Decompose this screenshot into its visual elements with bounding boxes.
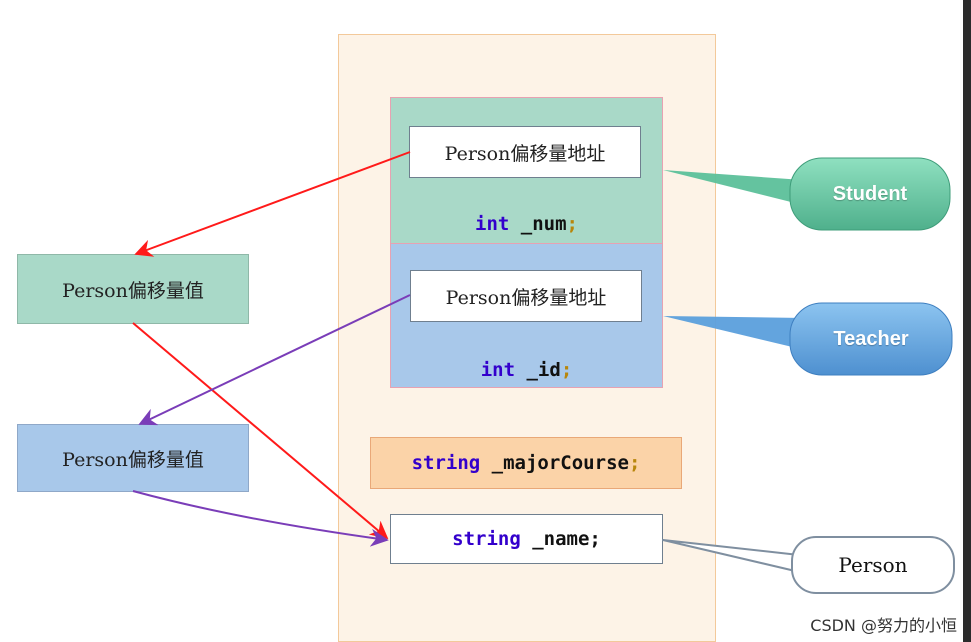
- person-callout-tail: [662, 539, 809, 575]
- teacher-id-type: int: [480, 359, 516, 381]
- person-name-name: _name: [520, 528, 590, 550]
- student-num-member: int _num;: [390, 208, 663, 240]
- student-callout-bubble: [789, 157, 951, 231]
- teacher-vbptr-box: Person偏移量地址: [410, 270, 642, 322]
- student-vbptr-arrow: [134, 151, 411, 257]
- student-vbptr-box: Person偏移量地址: [409, 126, 641, 178]
- teacher-offset-table: Person偏移量值: [17, 424, 249, 492]
- major-course-type: string: [411, 452, 481, 474]
- person-callout-bubble: [791, 536, 955, 594]
- student-offset-arrow: [132, 322, 389, 540]
- student-num-type: int: [475, 213, 510, 235]
- teacher-vbptr-arrow: [138, 294, 411, 426]
- person-name-member: string _name;: [390, 514, 663, 564]
- teacher-offset-arrow: [132, 490, 389, 547]
- window-edge: [963, 0, 971, 642]
- teacher-id-member: int _id;: [390, 354, 663, 386]
- student-offset-table: Person偏移量值: [17, 254, 249, 324]
- student-callout-tail: [663, 170, 803, 205]
- person-name-type: string: [452, 528, 521, 550]
- student-num-name: _num: [509, 213, 567, 235]
- major-course-name: _majorCourse: [480, 452, 629, 474]
- teacher-vbptr-label: Person偏移量地址: [445, 286, 607, 309]
- teacher-offset-label: Person偏移量值: [62, 448, 204, 471]
- teacher-callout-tail: [663, 316, 805, 350]
- teacher-id-semicolon: ;: [560, 359, 573, 381]
- student-offset-label: Person偏移量值: [62, 279, 204, 302]
- student-vbptr-label: Person偏移量地址: [444, 142, 606, 165]
- student-callout: Student: [790, 158, 950, 230]
- watermark: CSDN @努力的小恒: [810, 616, 957, 635]
- teacher-callout: Teacher: [790, 303, 952, 375]
- teacher-callout-bubble: [789, 302, 953, 376]
- teacher-callout-label: Teacher: [833, 327, 909, 350]
- major-course-semicolon: ;: [628, 452, 641, 474]
- student-num-semicolon: ;: [566, 213, 578, 235]
- person-name-semicolon: ;: [589, 528, 601, 550]
- teacher-id-name: _id: [515, 359, 561, 381]
- student-callout-label: Student: [832, 182, 908, 205]
- person-callout: Person: [792, 537, 954, 593]
- person-callout-label: Person: [838, 553, 908, 577]
- major-course-member: string _majorCourse;: [370, 437, 682, 489]
